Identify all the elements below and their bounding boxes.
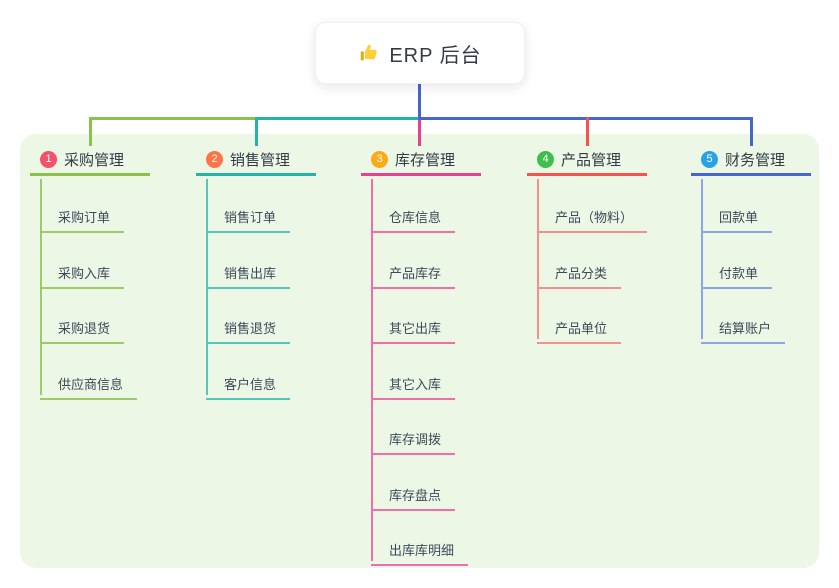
badge-2-icon: 2	[206, 151, 223, 168]
child-node[interactable]: 出库库明细	[371, 529, 469, 566]
child-node[interactable]: 产品（物料）	[537, 196, 648, 233]
branch-header-sales[interactable]: 2 销售管理	[196, 146, 316, 176]
badge-3-icon: 3	[371, 151, 388, 168]
child-node[interactable]: 付款单	[701, 252, 773, 289]
branch-label: 财务管理	[725, 152, 786, 169]
branch-label: 销售管理	[230, 152, 291, 169]
child-node[interactable]: 采购退货	[40, 307, 125, 344]
root-node[interactable]: ERP 后台	[315, 22, 525, 84]
badge-5-icon: 5	[701, 151, 718, 168]
child-node[interactable]: 客户信息	[206, 363, 291, 400]
drop-sales	[254, 117, 258, 146]
tree-line-product	[537, 179, 539, 339]
root-stem-line	[417, 82, 421, 117]
branch-label: 库存管理	[395, 152, 456, 169]
child-node[interactable]: 产品库存	[371, 252, 456, 289]
drop-product	[585, 117, 589, 146]
child-node[interactable]: 销售订单	[206, 196, 291, 233]
child-node[interactable]: 仓库信息	[371, 196, 456, 233]
child-node[interactable]: 供应商信息	[40, 363, 138, 400]
connector-finance	[417, 117, 753, 120]
child-node[interactable]: 产品分类	[537, 252, 622, 289]
badge-4-icon: 4	[537, 151, 554, 168]
child-node[interactable]: 库存调拨	[371, 418, 456, 455]
tree-line-inventory	[371, 179, 373, 561]
child-node[interactable]: 销售退货	[206, 307, 291, 344]
branch-header-finance[interactable]: 5 财务管理	[691, 146, 811, 176]
branch-label: 产品管理	[561, 152, 622, 169]
child-node[interactable]: 库存盘点	[371, 474, 456, 511]
child-node[interactable]: 回款单	[701, 196, 773, 233]
child-node[interactable]: 其它出库	[371, 307, 456, 344]
branches-panel	[20, 134, 819, 568]
drop-inventory	[417, 120, 421, 146]
child-node[interactable]: 采购订单	[40, 196, 125, 233]
branch-header-inventory[interactable]: 3 库存管理	[361, 146, 481, 176]
child-node[interactable]: 结算账户	[701, 307, 786, 344]
child-node[interactable]: 其它入库	[371, 363, 456, 400]
branch-header-purchase[interactable]: 1 采购管理	[30, 146, 150, 176]
drop-finance	[749, 117, 753, 146]
connector-sales	[254, 117, 421, 120]
branch-header-product[interactable]: 4 产品管理	[527, 146, 647, 176]
badge-1-icon: 1	[40, 151, 57, 168]
drop-purchase	[88, 117, 92, 146]
tree-line-finance	[701, 179, 703, 339]
child-node[interactable]: 产品单位	[537, 307, 622, 344]
branch-label: 采购管理	[64, 152, 125, 169]
child-node[interactable]: 采购入库	[40, 252, 125, 289]
root-label: ERP 后台	[389, 44, 482, 67]
child-node[interactable]: 销售出库	[206, 252, 291, 289]
thumbs-up-icon	[358, 42, 380, 64]
